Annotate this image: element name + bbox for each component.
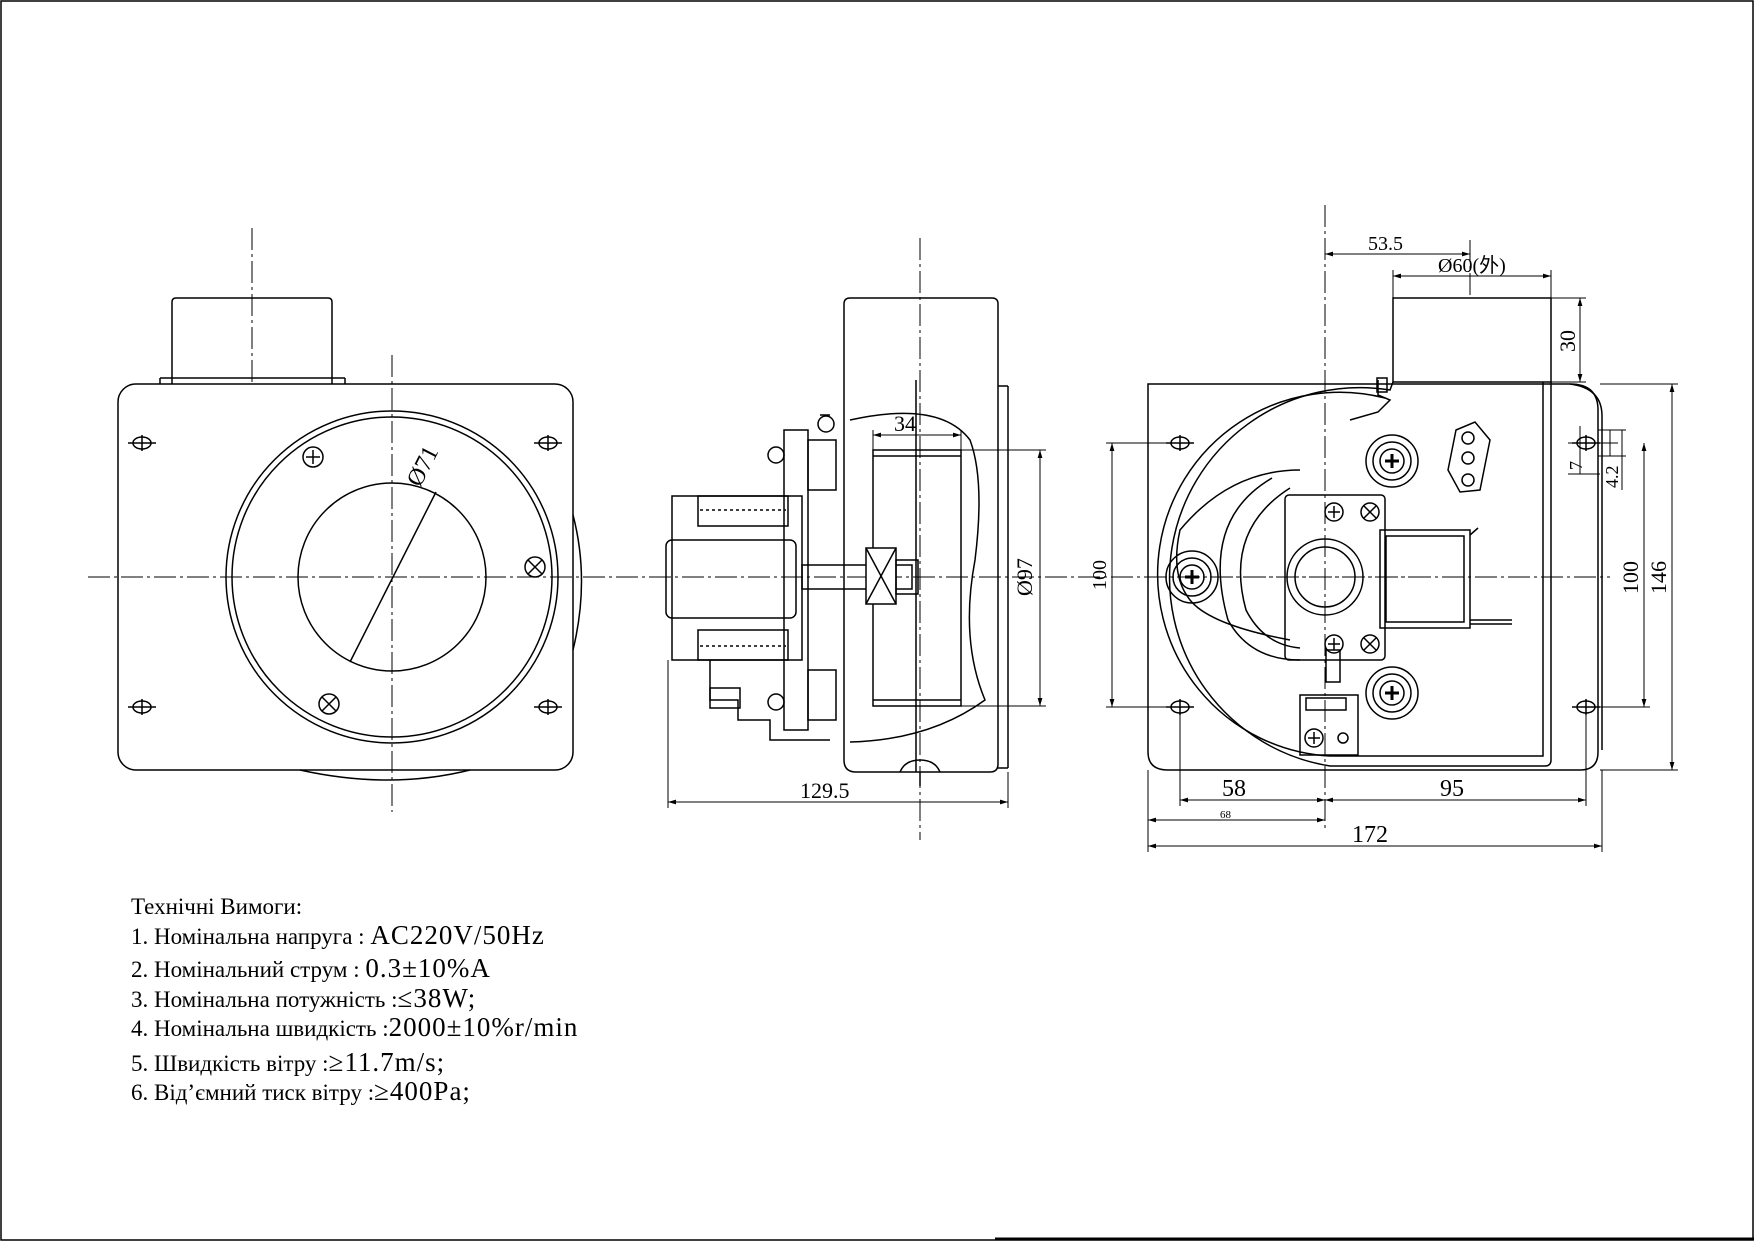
requirement-4: 4. Номінальна швидкість :2000±10%r/min xyxy=(131,1012,578,1042)
rear-dim-100-right: 100 xyxy=(1618,561,1643,594)
requirement-3: 3. Номінальна потужність :≤38W; xyxy=(131,983,476,1013)
side-dim-right: Ø97 xyxy=(1012,558,1037,596)
side-cutaway xyxy=(849,412,986,743)
rear-dim-30: 30 xyxy=(1555,330,1580,352)
side-view xyxy=(665,297,1009,786)
front-plate xyxy=(117,383,574,771)
requirements-title: Технічні Вимоги: xyxy=(131,894,302,919)
rear-coil xyxy=(1379,529,1471,629)
rear-volute xyxy=(1168,381,1552,767)
requirement-6: 6. Від’ємний тиск вітру :≥400Pa; xyxy=(131,1076,471,1106)
front-view xyxy=(117,297,583,781)
rear-dim-146: 146 xyxy=(1646,561,1671,594)
requirement-1: 1. Номінальна напруга : AC220V/50Hz xyxy=(131,920,545,950)
side-housing xyxy=(843,380,999,773)
side-shaft xyxy=(801,564,913,590)
rear-dim-4-2: 4.2 xyxy=(1602,466,1622,489)
rear-dim-60: Ø60(外) xyxy=(1438,254,1506,277)
requirements: Технічні Вимоги: 1. Номінальна напруга :… xyxy=(131,894,578,1106)
rear-dim-53-5: 53.5 xyxy=(1368,233,1403,255)
rear-centerlines xyxy=(1145,205,1610,830)
requirement-5: 5. Швидкість вітру :≥11.7m/s; xyxy=(131,1047,445,1077)
side-mount-plate xyxy=(783,429,809,731)
side-motor-coil xyxy=(671,495,803,661)
rear-inner-housing xyxy=(1219,477,1301,661)
rear-dim-95: 95 xyxy=(1440,776,1464,802)
front-motor-bulge xyxy=(572,514,583,651)
front-diameter-label: Ø71 xyxy=(402,442,444,491)
side-dimensions xyxy=(667,430,1046,808)
rear-dim-68: 68 xyxy=(1220,809,1232,821)
rear-view xyxy=(1147,297,1603,771)
requirement-2: 2. Номінальний струм : 0.3±10%A xyxy=(131,953,491,983)
rear-dimensions xyxy=(1106,251,1678,852)
front-centerlines xyxy=(88,228,1430,812)
side-outlet xyxy=(843,297,999,380)
rear-plate xyxy=(1147,383,1599,771)
side-dim-top: 34 xyxy=(894,411,916,436)
side-dim-bottom: 129.5 xyxy=(800,778,850,803)
rear-dim-172: 172 xyxy=(1352,822,1388,848)
rear-dim-7: 7 xyxy=(1566,461,1586,470)
rear-terminal xyxy=(1299,694,1359,756)
rear-outlet xyxy=(1392,297,1552,383)
rear-dim-100-left: 100 xyxy=(1089,560,1111,590)
rear-dim-58: 58 xyxy=(1222,776,1246,802)
front-mount-holes xyxy=(128,435,562,715)
